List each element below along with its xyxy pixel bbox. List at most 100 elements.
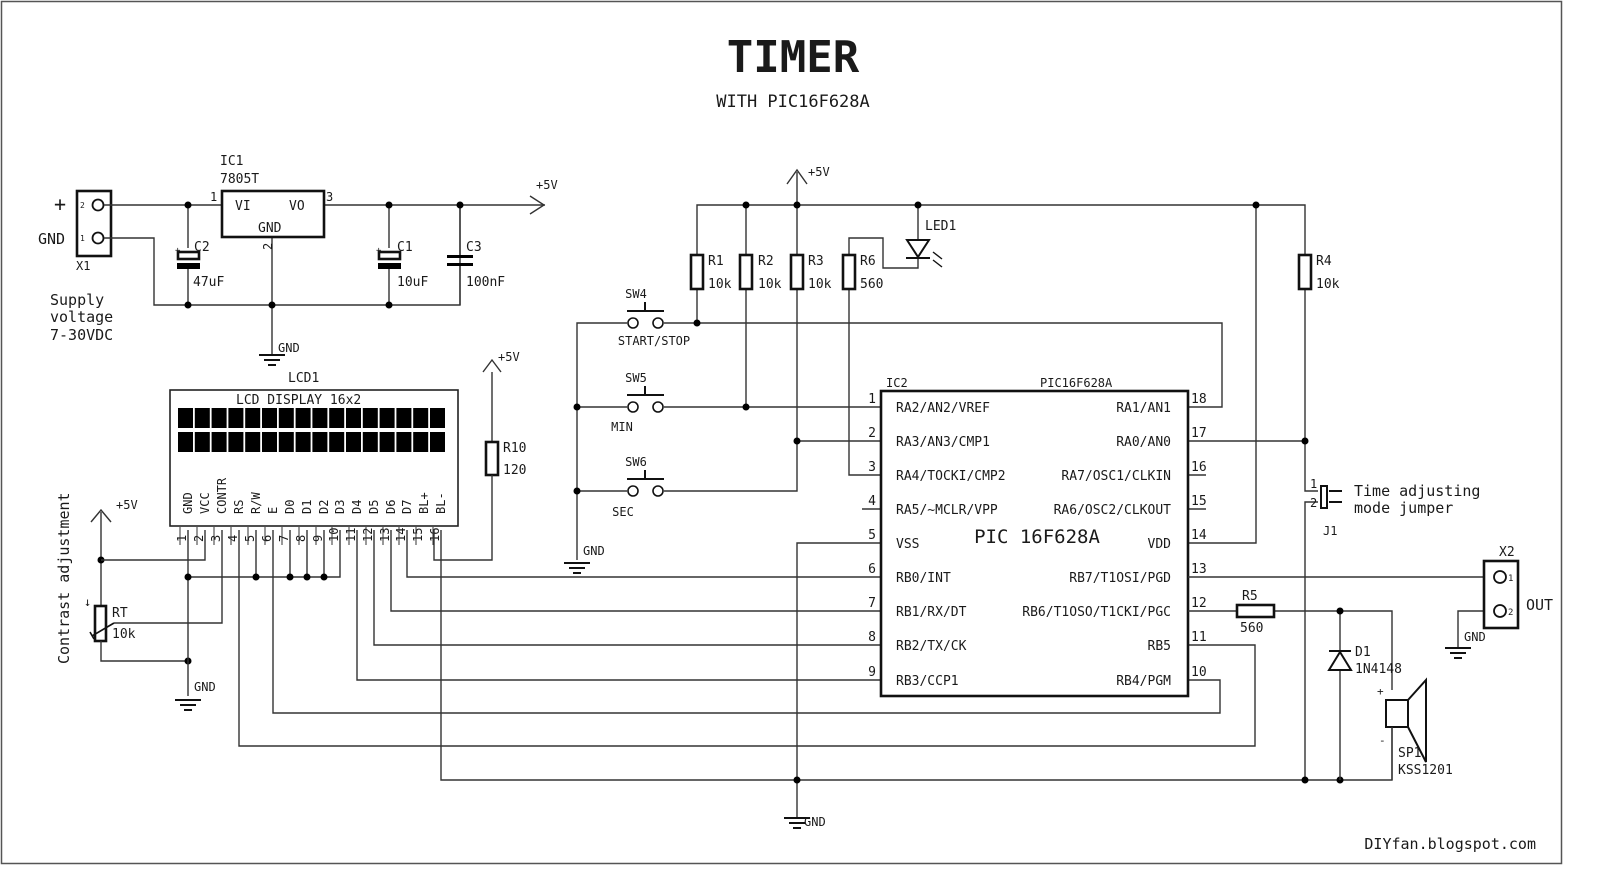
mcu-left-pins: 1RA2/AN2/VREF2RA3/AN3/CMP13RA4/TOCKI/CMP…: [868, 392, 1005, 689]
mcu-pin-name: VDD: [1148, 537, 1172, 552]
trimmer-rt: ↓ RT 10k: [84, 512, 188, 662]
mcu-pin-number: 11: [1191, 630, 1207, 645]
ic1-pin1-number: 1: [210, 190, 217, 204]
ground-symbol-icon: [564, 562, 590, 574]
lcd-pin-number: 2: [192, 535, 206, 542]
junction: [1336, 607, 1344, 615]
c2-ref: C2: [194, 240, 210, 255]
supply-plus-label: +: [54, 192, 66, 216]
lcd-cell: [245, 432, 261, 452]
junction: [693, 319, 701, 327]
vcc-arrow-icon: [482, 358, 502, 373]
ic2-body-label: PIC 16F628A: [974, 526, 1100, 548]
lcd-cell: [362, 408, 378, 428]
mcu-pin-number: 6: [868, 562, 876, 577]
lcd-title: LCD DISPLAY 16x2: [236, 393, 361, 408]
lcd-pin-name: D1: [300, 500, 314, 514]
lcd-cell: [430, 408, 445, 428]
mcu-pin-number: 5: [868, 528, 876, 543]
junction: [793, 776, 801, 784]
junction: [793, 201, 801, 209]
resistor-r4: R4 10k: [1297, 253, 1340, 292]
light-ray-icon: [932, 251, 943, 260]
ic1-pin-gnd: GND: [258, 221, 282, 236]
mcu-pin-name: RA4/TOCKI/CMP2: [896, 469, 1006, 484]
mcu-pin-name: RA1/AN1: [1116, 401, 1171, 416]
switch-sw4[interactable]: SW4 START/STOP: [618, 287, 690, 348]
lcd-pin-name: D3: [333, 500, 347, 514]
lcd-pin-number: 16: [428, 528, 442, 542]
j1-pin2-number: 2: [1310, 496, 1317, 510]
r4-value: 10k: [1316, 277, 1340, 292]
gnd-label: GND: [583, 544, 605, 558]
mcu-pin-name: RA6/OSC2/CLKOUT: [1054, 503, 1172, 518]
junction: [573, 487, 581, 495]
wiper-arrow-icon: ↓: [84, 595, 91, 609]
led1-ref: LED1: [925, 219, 956, 234]
schematic-title: TIMER: [727, 32, 860, 83]
out-label: OUT: [1526, 596, 1553, 614]
lcd-cell: [262, 432, 277, 452]
lcd-pin-number: 14: [394, 528, 408, 542]
lcd-cell: [194, 432, 210, 452]
mcu-pin-number: 9: [868, 665, 876, 680]
switch-sw5[interactable]: SW5 MIN: [611, 371, 664, 434]
capacitor-c2: + C2 47uF: [175, 240, 224, 290]
sp1-minus-mark: -: [1379, 734, 1386, 747]
mcu-ic2: IC2 PIC16F628A PIC 16F628A 1RA2/AN2/VREF…: [868, 376, 1207, 698]
mcu-pin-name: RB4/PGM: [1116, 674, 1171, 689]
jumper-j1[interactable]: 1 2 J1: [1310, 477, 1342, 538]
mcu-right-pins: 18RA1/AN117RA0/AN016RA7/OSC1/CLKIN15RA6/…: [1022, 392, 1207, 689]
lcd-cell: [346, 408, 361, 428]
ground-symbol-icon: [784, 817, 810, 829]
lcd-pin-number: 3: [209, 535, 223, 542]
contrast-note: Contrast adjustment: [55, 492, 73, 664]
mcu-pin-number: 17: [1191, 426, 1207, 441]
mcu-pin-name: RA3/AN3/CMP1: [896, 435, 990, 450]
gnd-label: GND: [804, 815, 826, 829]
ground-symbol-icon: [175, 699, 201, 711]
lcd-cell: [178, 408, 193, 428]
junction: [184, 573, 192, 581]
switch-sw6[interactable]: SW6 SEC: [612, 455, 664, 519]
mcu-pin-name: VSS: [896, 537, 919, 552]
x1-pin2-number: 2: [80, 201, 85, 210]
connector-x2[interactable]: 1 2 X2: [1482, 545, 1520, 630]
junction: [385, 301, 393, 309]
contrast-wire: [114, 530, 223, 624]
r3-value: 10k: [808, 277, 832, 292]
ic1-pin3-number: 3: [326, 190, 333, 204]
speaker-sp1: + - SP1 KSS1201: [1377, 677, 1453, 780]
lcd-pin-number: 7: [277, 535, 291, 542]
capacitor-c3: C3 100nF: [447, 240, 505, 290]
mcu-pin-name: RA5/~MCLR/VPP: [896, 503, 998, 518]
rt-ref: RT: [112, 606, 128, 621]
junction: [385, 201, 393, 209]
c1-plus-mark: +: [376, 246, 382, 256]
lcd-wires: [101, 530, 1393, 781]
x2-pin2-number: 2: [1508, 608, 1513, 618]
lcd-pin-name: GND: [181, 492, 195, 514]
lcd-pin-number: 10: [327, 528, 341, 542]
lcd-pin-name: BL+: [417, 492, 431, 514]
ic2-part: PIC16F628A: [1040, 376, 1113, 390]
lcd-pin-name: D4: [350, 500, 364, 514]
lcd-cell: [262, 408, 277, 428]
supply-note-line1: Supply: [50, 291, 104, 309]
sw4-ref: SW4: [625, 287, 647, 301]
lcd-cell: [295, 432, 311, 452]
mcu-pin-name: RB3/CCP1: [896, 674, 959, 689]
ic1-ref: IC1: [220, 154, 243, 169]
sp1-ref: SP1: [1398, 746, 1421, 761]
vcc-label: +5V: [116, 498, 138, 512]
mcu-pin-name: RB6/T1OSO/T1CKI/PGC: [1022, 605, 1171, 620]
led1: LED1: [905, 219, 956, 268]
j1-pin1-number: 1: [1310, 477, 1317, 491]
mcu-pin-name: RB2/TX/CK: [896, 639, 967, 654]
sw5-label: MIN: [611, 420, 633, 434]
resistor-r3: R3 10k: [789, 253, 832, 292]
lcd-cell: [430, 432, 445, 452]
lcd-cell: [278, 408, 294, 428]
junction: [573, 403, 581, 411]
r10-value: 120: [503, 463, 526, 478]
